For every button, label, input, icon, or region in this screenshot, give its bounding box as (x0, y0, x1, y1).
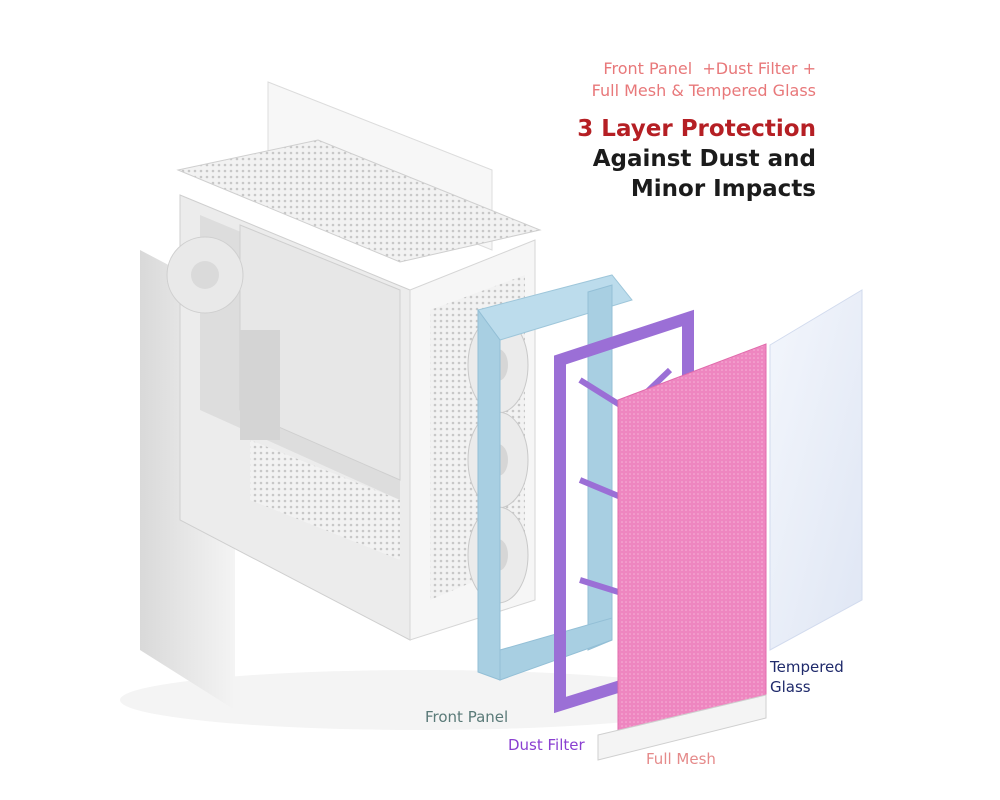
heading-title-line2: Against Dust and (592, 146, 816, 172)
label-tempered-glass-line1: Tempered (770, 658, 844, 676)
heading-title-accent: 3 Layer Protection (577, 116, 816, 142)
label-tempered-glass-line2: Glass (770, 678, 811, 696)
full-mesh-panel (617, 343, 767, 749)
psu-shroud (250, 440, 400, 560)
tempered-glass-panel (769, 289, 863, 651)
front-panel-frame (477, 274, 633, 681)
pci-slots (240, 330, 280, 440)
heading-subtitle-line1: Front Panel +Dust Filter + (603, 59, 816, 78)
heading-title-line3: Minor Impacts (630, 176, 816, 202)
floor-shadow (120, 670, 720, 730)
top-mesh-panel (176, 139, 542, 263)
label-dust-filter: Dust Filter (508, 736, 585, 754)
heading-block: Front Panel +Dust Filter + Full Mesh & T… (577, 58, 816, 204)
label-full-mesh: Full Mesh (646, 750, 716, 768)
label-front-panel: Front Panel (425, 708, 509, 726)
mesh-stand (597, 694, 767, 761)
heading-subtitle-line2: Full Mesh & Tempered Glass (591, 81, 816, 100)
